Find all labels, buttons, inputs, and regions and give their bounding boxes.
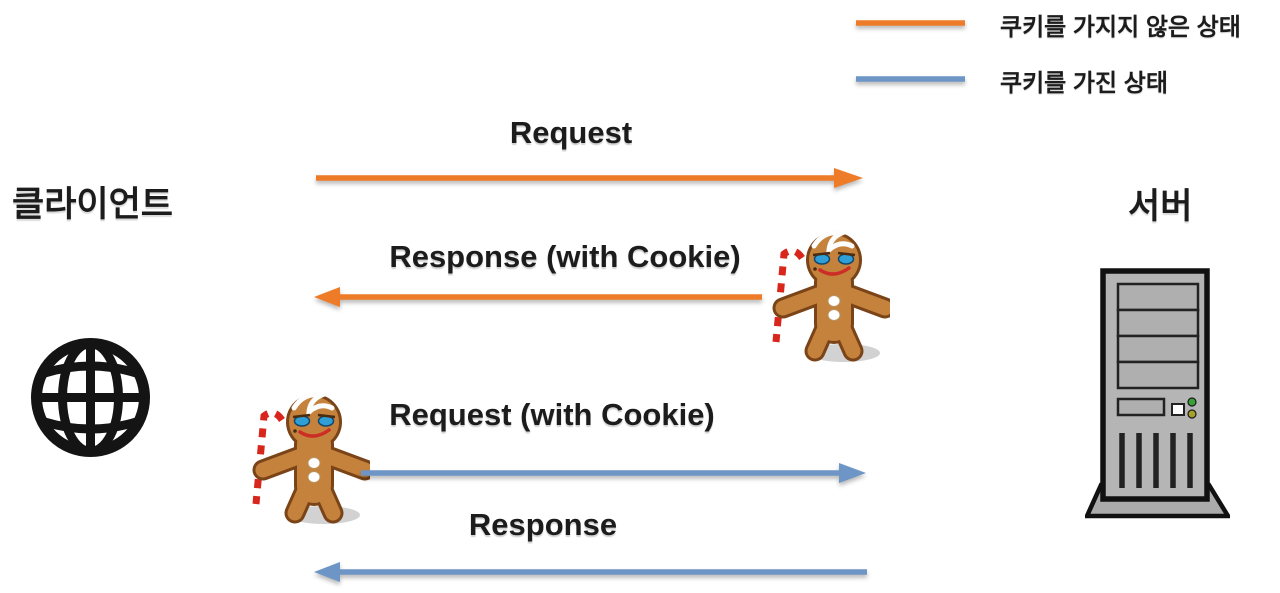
arrow-request-with-cookie	[361, 463, 866, 483]
arrow-response-head	[314, 562, 340, 582]
server-label: 서버	[1128, 187, 1193, 226]
gingerbread-cookie-icon	[252, 392, 370, 524]
arrow-request-with-cookie-head	[839, 463, 866, 483]
server-tower-icon	[1085, 268, 1230, 519]
message-label-response: Response	[468, 507, 618, 542]
arrow-request-head	[834, 168, 863, 188]
gingerbread-cookie-icon	[772, 230, 890, 362]
client-label: 클라이언트	[12, 185, 174, 224]
legend-label-has-cookie: 쿠키를 가진 상태	[1000, 70, 1168, 97]
arrow-request	[316, 168, 863, 188]
legend-line-no-cookie	[856, 20, 965, 26]
legend-line-has-cookie	[856, 76, 965, 82]
message-label-request-with-cookie: Request (with Cookie)	[389, 397, 715, 432]
arrow-response-with-cookie-head	[314, 287, 340, 307]
arrow-response	[314, 562, 867, 582]
globe-icon	[31, 338, 150, 457]
message-label-request: Request	[509, 115, 633, 150]
message-label-response-with-cookie: Response (with Cookie)	[389, 239, 741, 274]
arrow-response-with-cookie	[314, 287, 762, 307]
legend-label-no-cookie: 쿠키를 가지지 않은 상태	[1000, 14, 1241, 41]
